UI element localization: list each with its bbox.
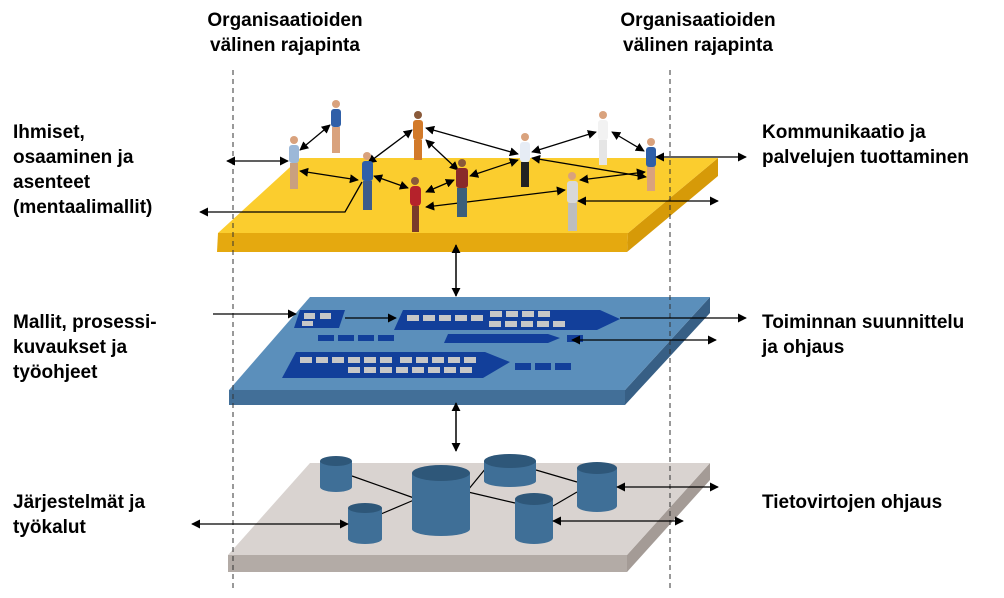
people-interaction-arrows xyxy=(199,124,647,217)
person-icon xyxy=(413,111,423,160)
person-icon xyxy=(598,111,608,165)
interface-label-right: Organisaatioiden välinen rajapinta xyxy=(620,10,776,56)
person-icon xyxy=(646,138,656,191)
person-icon xyxy=(520,133,530,187)
person-icon xyxy=(289,136,299,189)
people-figures xyxy=(289,100,656,232)
people-layer-label: Ihmiset, osaaminen ja asenteet (mentaali… xyxy=(13,122,153,218)
communication-label: Kommunikaatio ja palvelujen tuottaminen xyxy=(762,122,969,168)
interface-label-left: Organisaatioiden välinen rajapinta xyxy=(207,10,363,56)
database-cylinder-icon xyxy=(577,462,617,512)
person-icon xyxy=(362,152,373,210)
process-chevron-icon xyxy=(282,352,571,378)
interface-boundary-lines xyxy=(232,70,671,590)
systems-layer-label: Järjestelmät ja työkalut xyxy=(13,492,146,538)
database-cylinder-icon xyxy=(320,456,352,492)
models-layer-label: Mallit, prosessi- kuvaukset ja työohjeet xyxy=(13,312,157,383)
database-cylinder-icon xyxy=(515,493,553,544)
planning-label: Toiminnan suunnittelu ja ohjaus xyxy=(762,312,965,358)
process-chevron-icon xyxy=(294,310,345,328)
person-icon xyxy=(410,177,421,232)
database-cylinder-icon xyxy=(484,454,536,487)
database-cylinder-icon xyxy=(348,503,382,544)
person-icon xyxy=(456,159,468,217)
process-layer xyxy=(229,297,710,405)
process-chevron-icon xyxy=(394,310,620,330)
database-cylinder-icon xyxy=(412,465,470,536)
person-icon xyxy=(567,172,578,231)
side-arrows xyxy=(191,152,747,529)
systems-layer xyxy=(228,454,710,572)
dataflow-label: Tietovirtojen ohjaus xyxy=(762,492,943,513)
person-icon xyxy=(331,100,341,153)
